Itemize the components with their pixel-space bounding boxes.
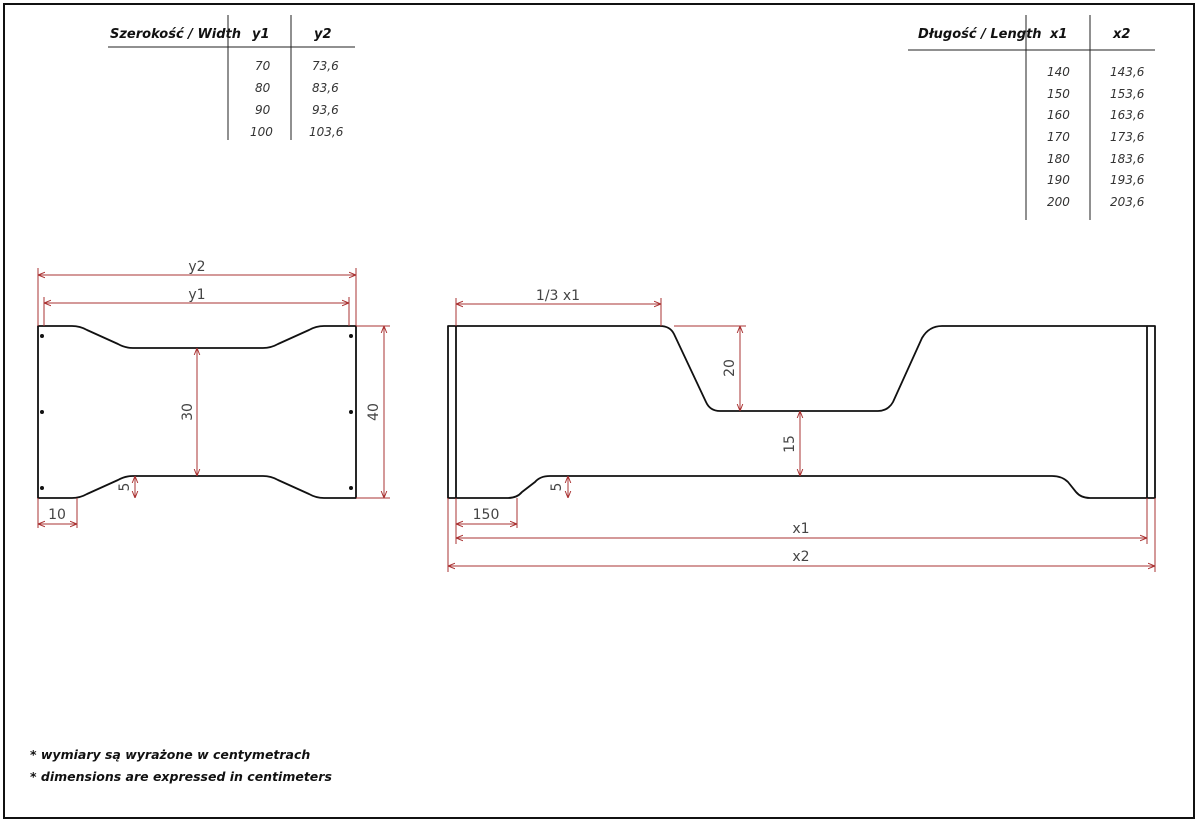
dim-label-10: 10 (48, 507, 66, 523)
dim-label-5: 5 (117, 483, 133, 492)
screw-hole (349, 334, 353, 338)
dim-label-x2: x2 (792, 549, 809, 565)
width-cell: 90 (255, 103, 271, 117)
screw-hole (40, 486, 44, 490)
length-cell: 160 (1047, 108, 1070, 122)
length-cell: 163,6 (1110, 108, 1145, 122)
dim-label-y2: y2 (188, 259, 205, 275)
length-cell: 203,6 (1110, 195, 1145, 209)
length-cell: 183,6 (1110, 152, 1145, 166)
note-polish: * wymiary są wyrażone w centymetrach (30, 747, 310, 762)
length-cell: 153,6 (1110, 87, 1145, 101)
length-cell: 200 (1047, 195, 1070, 209)
length-cell: 193,6 (1110, 173, 1145, 187)
length-table: Długość / Length x1 x2 140 143,6 150 153… (908, 15, 1155, 220)
width-cell: 93,6 (312, 103, 339, 117)
dim-label-40: 40 (366, 403, 382, 421)
dim-label-y1: y1 (188, 287, 205, 303)
dim-label-x1: x1 (792, 521, 809, 537)
dim-label-15: 15 (782, 435, 798, 453)
length-table-col-x1: x1 (1049, 27, 1067, 42)
screw-hole (349, 410, 353, 414)
width-table-col-y2: y2 (314, 27, 332, 42)
screw-hole (349, 486, 353, 490)
length-cell: 170 (1047, 130, 1070, 144)
dim-label-5: 5 (549, 483, 565, 492)
width-cell: 100 (250, 125, 273, 139)
length-table-col-x2: x2 (1112, 27, 1130, 42)
width-table-header: Szerokość / Width (110, 27, 241, 42)
long-panel: 1/3 x1 20 15 5 150 x1 x2 (447, 288, 1156, 572)
length-cell: 173,6 (1110, 130, 1145, 144)
length-cell: 190 (1047, 173, 1070, 187)
width-cell: 73,6 (312, 59, 339, 73)
width-table: Szerokość / Width y1 y2 70 73,6 80 83,6 … (108, 15, 355, 140)
note-english: * dimensions are expressed in centimeter… (30, 769, 332, 784)
dim-label-20: 20 (722, 359, 738, 377)
length-cell: 140 (1047, 65, 1070, 79)
dim-label-30: 30 (180, 403, 196, 421)
screw-hole (40, 410, 44, 414)
dim-label-third: 1/3 x1 (536, 288, 580, 304)
screw-hole (40, 334, 44, 338)
width-cell: 83,6 (312, 81, 339, 95)
length-cell: 143,6 (1110, 65, 1145, 79)
drawing-frame (3, 3, 1195, 819)
length-cell: 180 (1047, 152, 1070, 166)
length-cell: 150 (1047, 87, 1070, 101)
width-cell: 80 (255, 81, 271, 95)
width-table-col-y1: y1 (252, 27, 270, 42)
long-panel-outline (447, 325, 1156, 499)
length-table-header: Długość / Length (918, 27, 1042, 42)
width-cell: 103,6 (309, 125, 344, 139)
side-panel: y2 y1 30 40 5 10 (37, 259, 390, 528)
dim-label-150: 150 (473, 507, 500, 523)
notes: * wymiary są wyrażone w centymetrach * d… (30, 747, 332, 784)
width-cell: 70 (255, 59, 271, 73)
